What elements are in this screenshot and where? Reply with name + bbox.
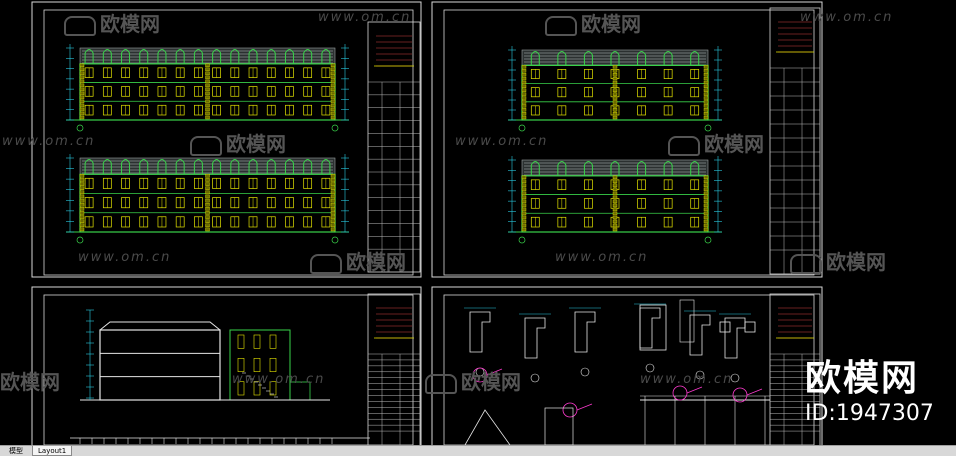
tab-model[interactable]: 模型: [4, 446, 28, 456]
sheet-side-elevations: [431, 1, 823, 278]
side-elevation-a: [508, 46, 722, 132]
drawing-canvas[interactable]: [0, 0, 956, 445]
brand-overlay-id: ID:1947307: [805, 401, 934, 426]
sheet-front-elevations: [31, 1, 422, 278]
sheet-details: [431, 286, 823, 445]
tab-layout1[interactable]: Layout1: [32, 446, 73, 456]
front-elevation-a: [66, 44, 349, 132]
sheet-sections: [31, 286, 422, 445]
layout-tab-bar: 模型 Layout1: [0, 445, 956, 456]
side-elevation-b: [508, 156, 722, 244]
brand-overlay-name: 欧模网: [805, 358, 920, 399]
construction-details: [464, 299, 770, 445]
building-section: [70, 309, 370, 444]
front-elevation-b: [66, 154, 349, 244]
